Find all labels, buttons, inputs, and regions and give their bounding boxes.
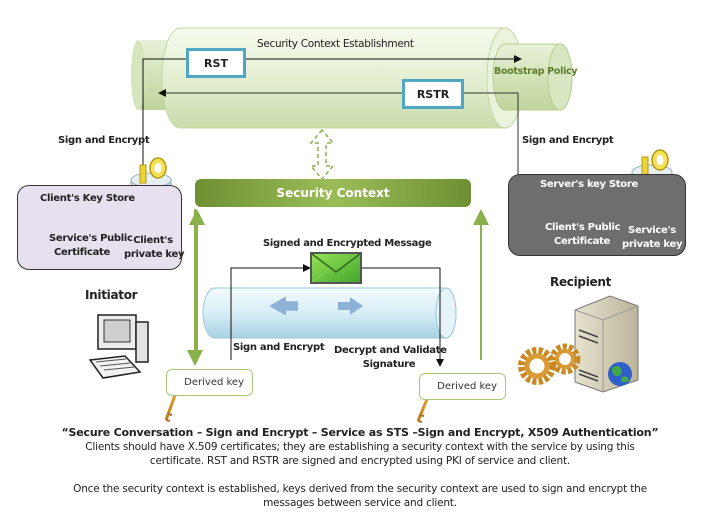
caption: “Secure Conversation – Sign and Encrypt … (40, 426, 680, 510)
client-keystore (17, 185, 182, 270)
cert-line-2: Certificate (54, 247, 110, 258)
caption-paragraph-1: Clients should have X.509 certificates; … (85, 441, 635, 467)
recipient-label: Recipient (550, 275, 612, 289)
right-arrow-icon (338, 297, 363, 315)
rstr-arrow (158, 89, 519, 178)
bootstrap-policy-cap (492, 43, 573, 111)
caption-paragraph-2: Once the security context is established… (73, 483, 647, 509)
gears-icon (518, 343, 581, 385)
left-derived-key-label: Derived key (184, 377, 244, 388)
signed-encrypted-message-label: Signed and Encrypted Message (263, 238, 432, 249)
center-sign-encrypt-label: Sign and Encrypt (233, 342, 325, 353)
rst-box: RST (186, 48, 246, 78)
cert-line-1: Service's Public (49, 233, 133, 244)
bootstrap-policy-label: Bootstrap Policy (494, 66, 578, 77)
decrypt-line-2: Signature (362, 359, 416, 370)
decrypt-arrow (362, 267, 444, 367)
decrypt-line-1: Decrypt and Validate (334, 345, 447, 356)
client-keystore-title: Client's Key Store (40, 193, 135, 204)
message-pipe (202, 287, 457, 339)
rst-label: RST (204, 56, 228, 70)
client-public-certificate-label: Client's Public Certificate (545, 221, 621, 249)
right-derived-key-box: Derived key (419, 373, 506, 400)
pk-line-1: Service's (628, 225, 676, 236)
pk-line-2: private key (124, 249, 185, 260)
rstr-label: RSTR (416, 87, 450, 101)
sign-encrypt-arrow (230, 264, 311, 360)
service-public-certificate-label: Service's Public Certificate (49, 232, 133, 260)
server-keystore-title: Server's key Store (540, 179, 638, 190)
pk-line-1: Client's (133, 235, 173, 246)
cert-line-2: Certificate (554, 236, 610, 247)
initiator-label: Initiator (85, 288, 138, 302)
service-private-key-label: Service's private key (622, 224, 683, 252)
dashed-double-arrow (309, 128, 335, 181)
rst-arrow (142, 55, 522, 192)
left-sign-encrypt-label: Sign and Encrypt (58, 135, 150, 146)
right-sign-encrypt-label: Sign and Encrypt (522, 135, 614, 146)
decrypt-validate-label: Decrypt and Validate Signature (334, 344, 447, 372)
initiator-computer-icon (88, 314, 149, 379)
left-arrow-icon (269, 296, 298, 316)
pk-line-2: private key (622, 239, 683, 250)
server-keystore (508, 174, 686, 256)
envelope-icon (310, 252, 362, 284)
cert-line-1: Client's Public (545, 222, 621, 233)
rstr-box: RSTR (402, 79, 464, 109)
security-context-establishment-label: Security Context Establishment (257, 38, 414, 50)
left-derived-key-box: Derived key (166, 369, 253, 396)
client-private-key-label: Client's private key (124, 234, 185, 262)
globe-icon (608, 362, 632, 386)
security-context-bar: Security Context (195, 179, 471, 207)
caption-heading: “Secure Conversation – Sign and Encrypt … (61, 426, 659, 439)
right-derived-key-label: Derived key (437, 381, 497, 392)
